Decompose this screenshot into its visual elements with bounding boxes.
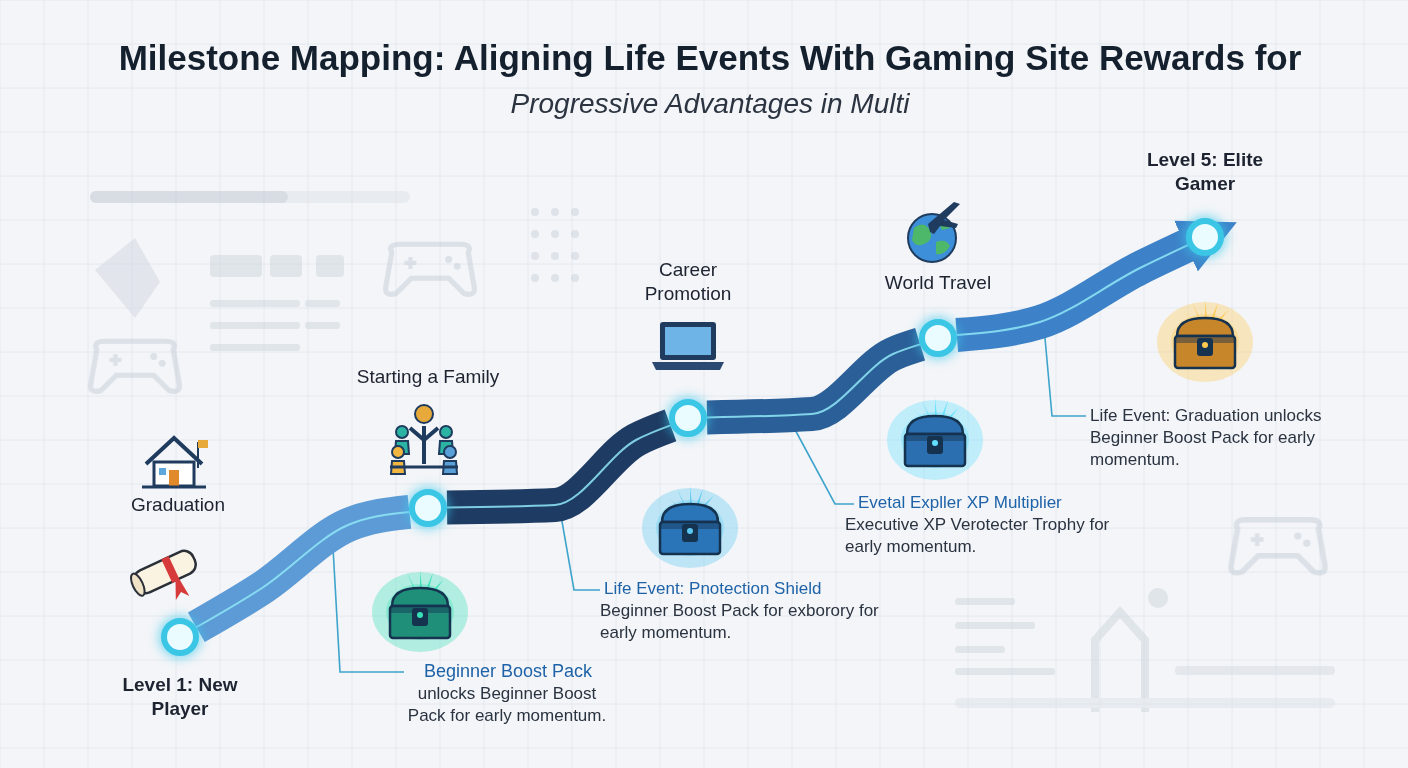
leader-line: [1045, 338, 1086, 416]
reward-chest: [642, 486, 738, 568]
reward-chest: [887, 398, 983, 480]
leader-line: [332, 530, 404, 672]
milestone-label: Level 1: New Player: [105, 673, 255, 721]
subtitle: Progressive Advantages in Multi: [450, 86, 970, 122]
callout-heading: Beginner Boost Pack: [408, 660, 608, 683]
diagram-title: Milestone Mapping: Aligning Life Events …: [119, 38, 1302, 78]
milestone-label: Career Promotion: [618, 258, 758, 306]
house-icon: [142, 438, 208, 487]
callout-heading: Evetal Expller XP Multiplier: [858, 492, 1148, 514]
milestone-node: World Travel: [919, 319, 957, 357]
glow-line: [957, 245, 1188, 335]
milestone-label: World Travel: [853, 271, 1023, 295]
progress-band: [447, 425, 671, 507]
reward-chest: [1157, 300, 1253, 382]
milestone-node: Career Promotion: [669, 399, 707, 437]
glow-line: [707, 344, 920, 417]
callout-text: Executive XP Verotecter Trophy for early…: [845, 514, 1140, 558]
progress-band: [957, 245, 1188, 335]
milestone-label: Starting a Family: [328, 365, 528, 389]
laptop-icon: [652, 322, 724, 370]
callout-text: Beginner Boost Pack for exborory for ear…: [600, 600, 900, 644]
leader-line: [560, 510, 600, 590]
progress-connector: [707, 344, 920, 417]
globe-icon: [908, 202, 960, 262]
glow-line: [447, 425, 671, 507]
progress-connector: [957, 245, 1188, 335]
glow-line: [196, 512, 409, 627]
diploma-icon: [128, 547, 208, 616]
reward-chest: [372, 570, 468, 652]
progress-band: [707, 344, 920, 417]
progress-band: [196, 512, 409, 627]
leader-line: [792, 424, 854, 504]
milestone-node: Level 5: Elite Gamer: [1186, 218, 1224, 256]
family-icon: [390, 405, 458, 474]
progress-connector: [447, 425, 671, 507]
milestone-node: Starting a Family: [409, 489, 447, 527]
progress-connector: [196, 512, 409, 627]
milestone-label: Graduation: [108, 493, 248, 518]
milestone-node: Level 1: New Player: [161, 618, 199, 656]
callout-text: unlocks Beginner Boost Pack for early mo…: [402, 683, 612, 727]
milestone-label: Level 5: Elite Gamer: [1130, 148, 1280, 196]
callout-text: Life Event: Graduation unlocks Beginner …: [1090, 405, 1375, 471]
icons: [128, 202, 960, 616]
callout-heading: Life Event: Pnotection Shield: [604, 578, 904, 600]
